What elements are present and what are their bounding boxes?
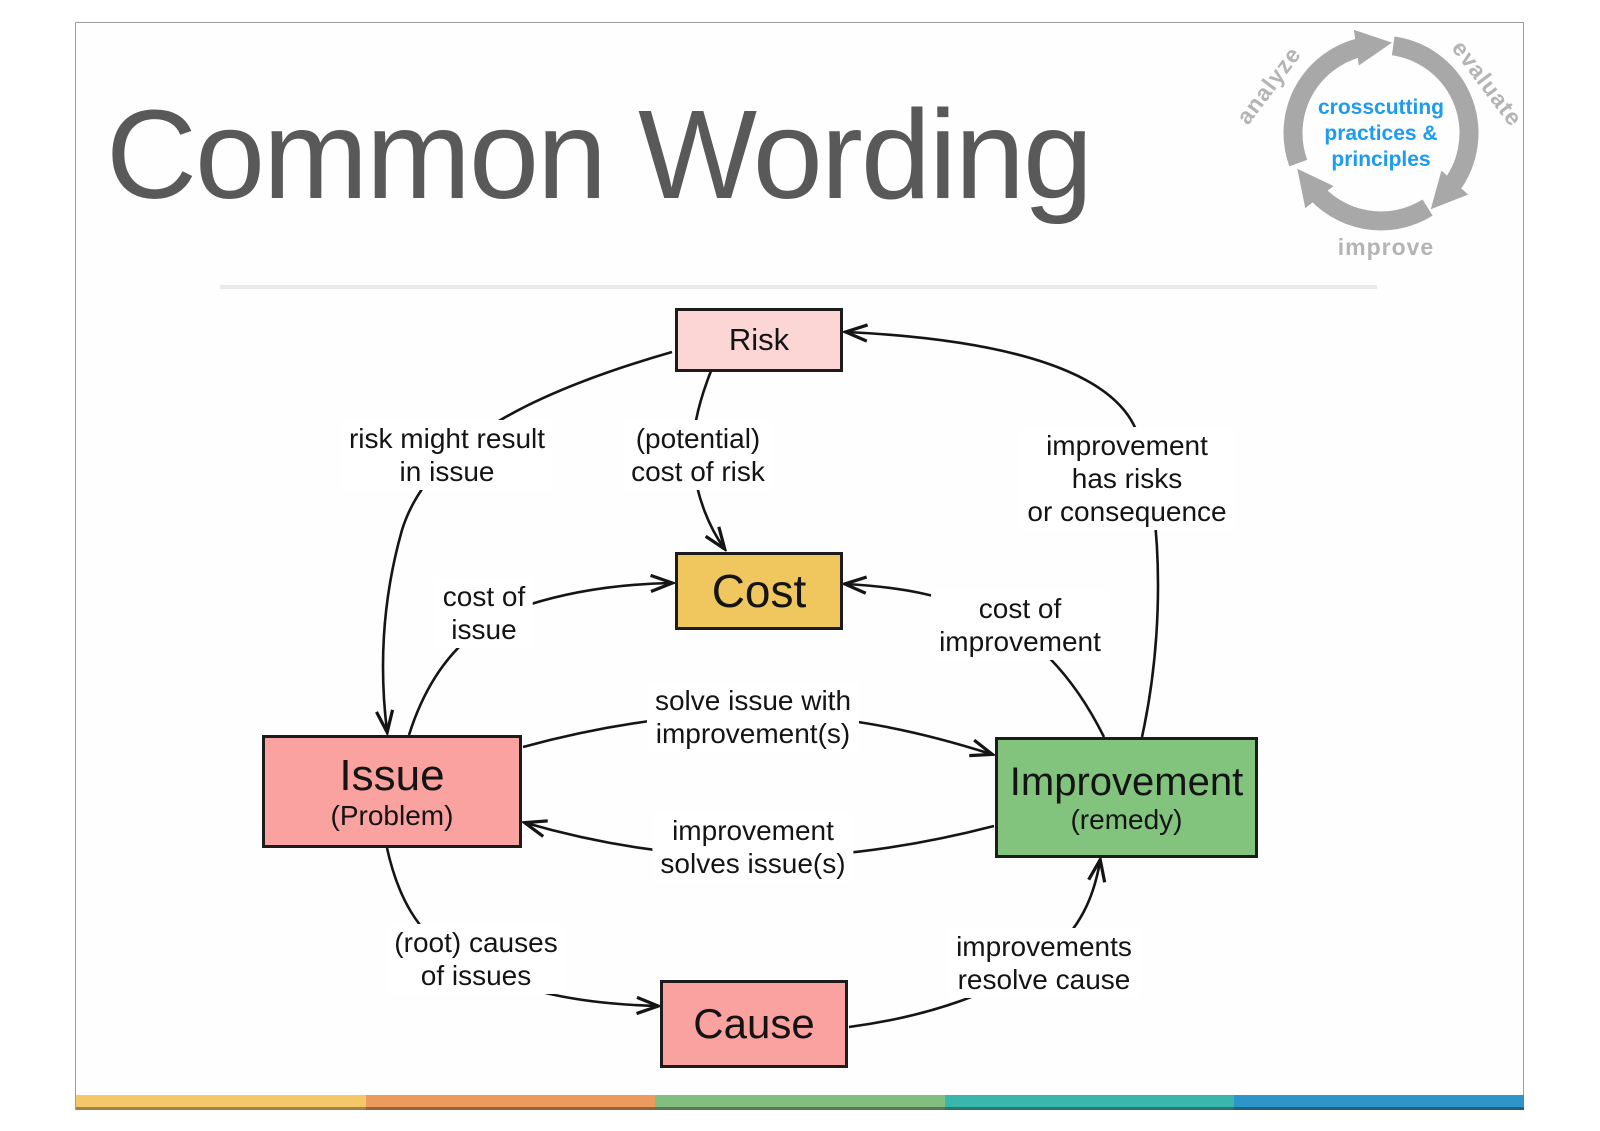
edge-label-line: solves issue(s) [660,848,846,880]
node-risk-label: Risk [728,322,790,357]
edge-label-cause-to-improvement: improvements resolve cause [948,928,1140,999]
edge-label-line: solve issue with [654,685,852,716]
edge-label-risk-to-issue: risk might result in issue [340,420,554,491]
footer-color-stripe [76,1095,1524,1110]
footer-segment-yellow [76,1095,366,1110]
edge-label-issue-to-cause: (root) causes of issues [386,924,566,995]
logo-center-line: crosscutting [1317,96,1445,119]
edge-label-line: (root) causes [394,927,558,958]
edge-label-line: improvement [1046,430,1208,461]
logo-center-line: practices & [1324,122,1438,146]
edge-label-line: improvement [939,626,1101,658]
edge-label-line: improvement [672,815,834,846]
node-improvement: Improvement (remedy) [995,737,1258,858]
edge-label-line: risk might result [348,423,546,454]
node-cost-label: Cost [711,565,807,617]
edge-label-improvement-to-risk: improvement has risks or consequence [1019,427,1235,531]
edge-label-line: (potential) [635,423,761,454]
node-issue-label: Issue [339,751,445,801]
node-issue-sublabel: (Problem) [330,800,454,832]
node-cost: Cost [675,552,843,630]
node-issue: Issue (Problem) [262,735,522,848]
edge-label-line: cost of risk [631,456,765,488]
edge-label-line: in issue [399,456,495,488]
footer-segment-orange [365,1095,656,1110]
edge-label-line: improvement(s) [655,718,851,750]
edge-label-improvement-to-issue: improvement solves issue(s) [652,812,854,883]
edge-label-line: improvements [956,931,1132,962]
cycle-arrow-ring-icon [1283,29,1479,231]
edge-label-line: or consequence [1027,496,1227,528]
edge-label-issue-to-cost: cost of issue [434,578,534,649]
edge-label-line: cost of [442,581,526,612]
crosscutting-cycle-logo: analyze evaluate improve crosscutting pr… [1230,22,1528,270]
footer-segment-blue [1234,1095,1524,1110]
ring-arc-evaluate [1391,36,1479,210]
node-improvement-sublabel: (remedy) [1070,803,1183,835]
logo-center-text: crosscutting practices & principles [1291,95,1471,173]
edge-label-issue-to-improvement: solve issue with improvement(s) [646,682,860,753]
edge-label-line: of issues [420,960,532,992]
node-cause-label: Cause [693,1000,815,1047]
edge-label-line: issue [451,614,517,646]
edge-label-improvement-to-cost: cost of improvement [931,590,1109,661]
footer-segment-green [655,1095,945,1110]
footer-segment-teal [944,1095,1235,1110]
logo-center-line: principles [1331,148,1431,172]
page-title: Common Wording [106,84,1093,225]
edge-label-line: has risks [1071,463,1183,495]
node-cause: Cause [660,980,848,1068]
ring-arc-analyze [1283,29,1392,167]
title-divider [220,285,1377,289]
ring-arc-improve [1297,168,1433,231]
logo-improve-label: improve [1337,234,1435,260]
edge-label-risk-to-cost: (potential) cost of risk [623,420,773,491]
edge-label-line: cost of [978,593,1062,624]
node-improvement-label: Improvement [1009,759,1244,804]
edge-label-line: resolve cause [957,964,1131,996]
node-risk: Risk [675,308,843,372]
